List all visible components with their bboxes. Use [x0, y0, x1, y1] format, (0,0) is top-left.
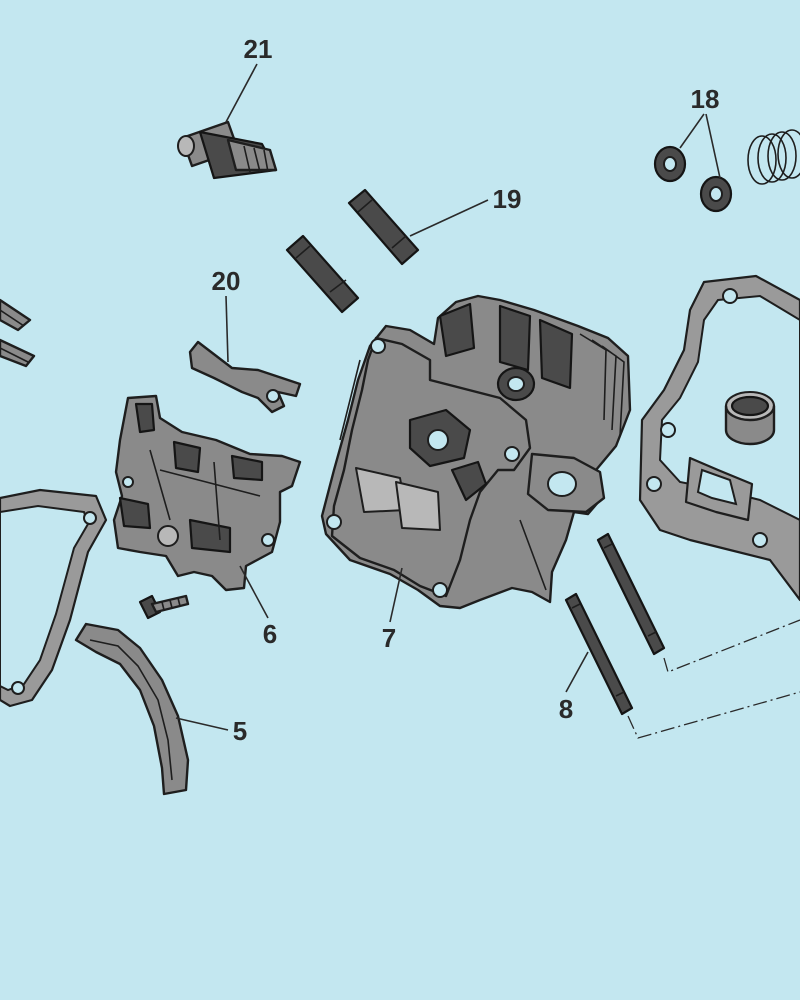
leader-7	[389, 567, 403, 623]
hose-part-5	[74, 622, 190, 796]
left-edge-part	[0, 298, 36, 368]
callout-19: 19	[493, 184, 522, 214]
valve-spring	[747, 129, 800, 185]
stud-bolts-part-8	[564, 532, 666, 716]
callout-8: 8	[559, 694, 573, 724]
leader-20	[225, 295, 229, 363]
callout-5: 5	[233, 716, 247, 746]
leader-18a	[679, 113, 705, 149]
rocker-bracket-part-6	[112, 394, 302, 592]
leader-8	[565, 651, 589, 693]
callout-20: 20	[212, 266, 241, 296]
callout-6: 6	[263, 619, 277, 649]
bracket-part-20	[188, 340, 302, 414]
leader-21	[225, 63, 258, 123]
callout-18: 18	[691, 84, 720, 114]
leader-5	[175, 717, 229, 731]
dowel-pins-part-19	[285, 188, 420, 314]
leader-18b	[705, 113, 721, 179]
callout-7: 7	[382, 623, 396, 653]
spark-plug-part-21	[177, 120, 278, 180]
leader-6	[239, 565, 269, 619]
alignment-line-upper	[663, 619, 800, 673]
leader-19	[409, 199, 489, 237]
alignment-line-lower	[627, 691, 800, 739]
cylinder-head-part-7	[320, 294, 632, 610]
callout-21: 21	[244, 34, 273, 64]
head-gasket	[638, 274, 800, 602]
valve-seals-part-18	[653, 145, 733, 213]
cover-gasket	[0, 488, 108, 708]
bolt	[138, 594, 190, 620]
